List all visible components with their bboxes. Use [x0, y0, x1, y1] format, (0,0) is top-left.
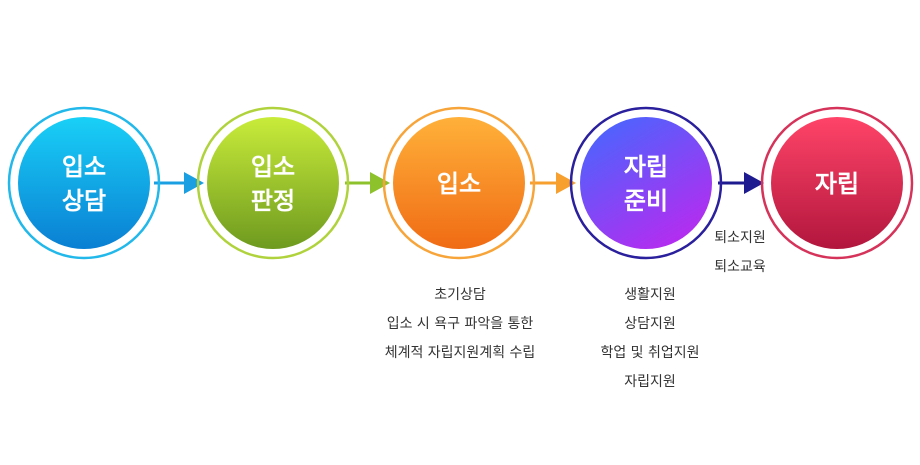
note-line: 자립지원 — [624, 374, 676, 390]
step-independence-prep: 자립 준비 — [569, 106, 723, 260]
note-line: 퇴소지원 — [714, 230, 766, 246]
step-circle — [207, 117, 339, 249]
step-intake-decision: 입소 판정 — [196, 106, 350, 260]
arrow-1 — [154, 172, 204, 194]
step-ring — [382, 106, 536, 260]
arrow-4 — [718, 172, 764, 194]
step-intake-consultation: 입소 상담 — [7, 106, 161, 260]
note-line: 퇴소교육 — [714, 259, 766, 275]
step-circle — [18, 117, 150, 249]
step-independence: 자립 — [760, 106, 914, 260]
step-ring — [196, 106, 350, 260]
note-line: 입소 시 욕구 파악을 통한 — [386, 316, 534, 332]
step-label-line1: 입소 — [62, 153, 106, 181]
step-label-line2: 판정 — [251, 187, 295, 215]
step-circle — [393, 117, 525, 249]
step-label-line1: 입소 — [251, 153, 295, 181]
step-ring — [7, 106, 161, 260]
step-circle — [580, 117, 712, 249]
step-ring — [569, 106, 723, 260]
step-circle — [771, 117, 903, 249]
note-line: 상담지원 — [624, 316, 676, 332]
note-intake: 초기상담 입소 시 욕구 파악을 통한 체계적 자립지원계획 수립 — [360, 281, 560, 368]
note-independence-prep: 생활지원 상담지원 학업 및 취업지원 자립지원 — [570, 281, 730, 397]
step-label: 입소 — [437, 170, 481, 198]
step-label-line1: 자립 — [624, 153, 668, 181]
arrow-3 — [530, 172, 576, 194]
step-label: 자립 — [815, 170, 859, 198]
step-intake: 입소 — [382, 106, 536, 260]
note-line: 체계적 자립지원계획 수립 — [384, 345, 536, 361]
note-line: 생활지원 — [624, 287, 676, 303]
step-ring — [760, 106, 914, 260]
note-line: 학업 및 취업지원 — [600, 345, 700, 361]
step-label-line2: 준비 — [624, 187, 668, 215]
step-label-line2: 상담 — [62, 187, 106, 215]
note-discharge: 퇴소지원 퇴소교육 — [700, 224, 780, 282]
arrow-2 — [345, 172, 390, 194]
note-line: 초기상담 — [434, 287, 486, 303]
